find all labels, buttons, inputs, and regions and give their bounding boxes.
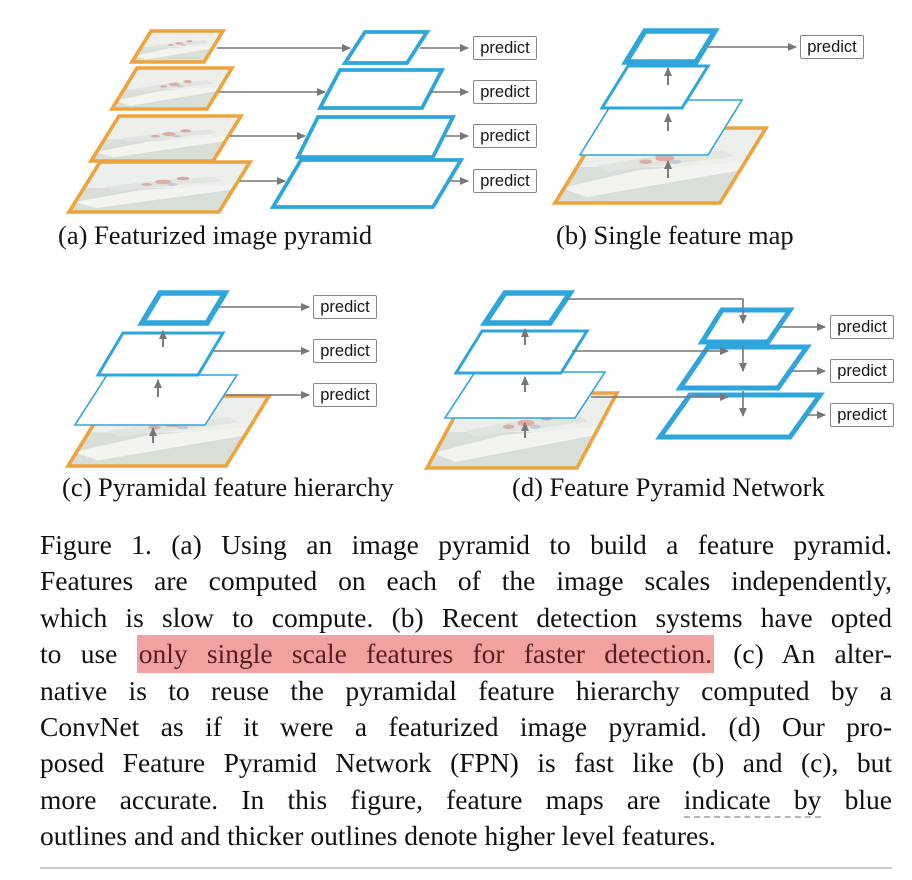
caption-line: posed Feature Pyramid Network (FPN) is f… (40, 747, 892, 779)
caption-line: Features are computed on each of the ima… (40, 565, 892, 597)
caption-line: more accurate. In this figure, feature m… (40, 782, 892, 818)
caption-line: ConvNet as if it were a featurized image… (40, 710, 892, 742)
predict-box: predict (473, 80, 537, 104)
underlined-text: indicate by (683, 783, 822, 818)
caption-bottom-rule (40, 867, 892, 869)
figure-caption: Figure 1. (a) Using an image pyramid to … (40, 527, 892, 855)
caption-line: Figure 1. (a) Using an image pyramid to … (40, 529, 892, 560)
panel-d: predict predict predict (420, 285, 912, 475)
panel-caption-b: (b) Single feature map (556, 220, 794, 250)
panel-caption-c: (c) Pyramidal feature hierarchy (62, 472, 394, 502)
panel-a: predict predict predict predict (55, 15, 545, 220)
caption-line: which is slow to compute. (b) Recent det… (40, 601, 892, 633)
caption-line: native is to reuse the pyramidal feature… (40, 674, 892, 706)
panel-c-diagram (64, 290, 310, 468)
predict-box: predict (473, 124, 537, 148)
panel-c: predict predict predict (60, 285, 480, 475)
panel-b-diagram (551, 28, 797, 205)
panel-b: predict (540, 10, 912, 220)
predict-box: predict (473, 169, 537, 193)
highlighted-text: only single scale features for faster de… (136, 635, 714, 674)
caption-line: outlines and and thicker outlines denote… (40, 820, 716, 852)
caption-line: to use only single scale features for fa… (40, 635, 892, 674)
predict-box: predict (800, 35, 864, 59)
predict-box: predict (313, 295, 377, 319)
predict-box: predict (473, 36, 537, 60)
predict-box: predict (830, 315, 894, 339)
panel-d-diagram (424, 290, 826, 470)
predict-box: predict (830, 359, 894, 383)
panel-caption-a: (a) Featurized image pyramid (58, 220, 373, 250)
predict-box: predict (830, 403, 894, 427)
predict-box: predict (313, 383, 377, 407)
panel-a-diagram (65, 29, 469, 214)
panel-caption-d: (d) Feature Pyramid Network (512, 472, 825, 502)
predict-box: predict (313, 339, 377, 363)
